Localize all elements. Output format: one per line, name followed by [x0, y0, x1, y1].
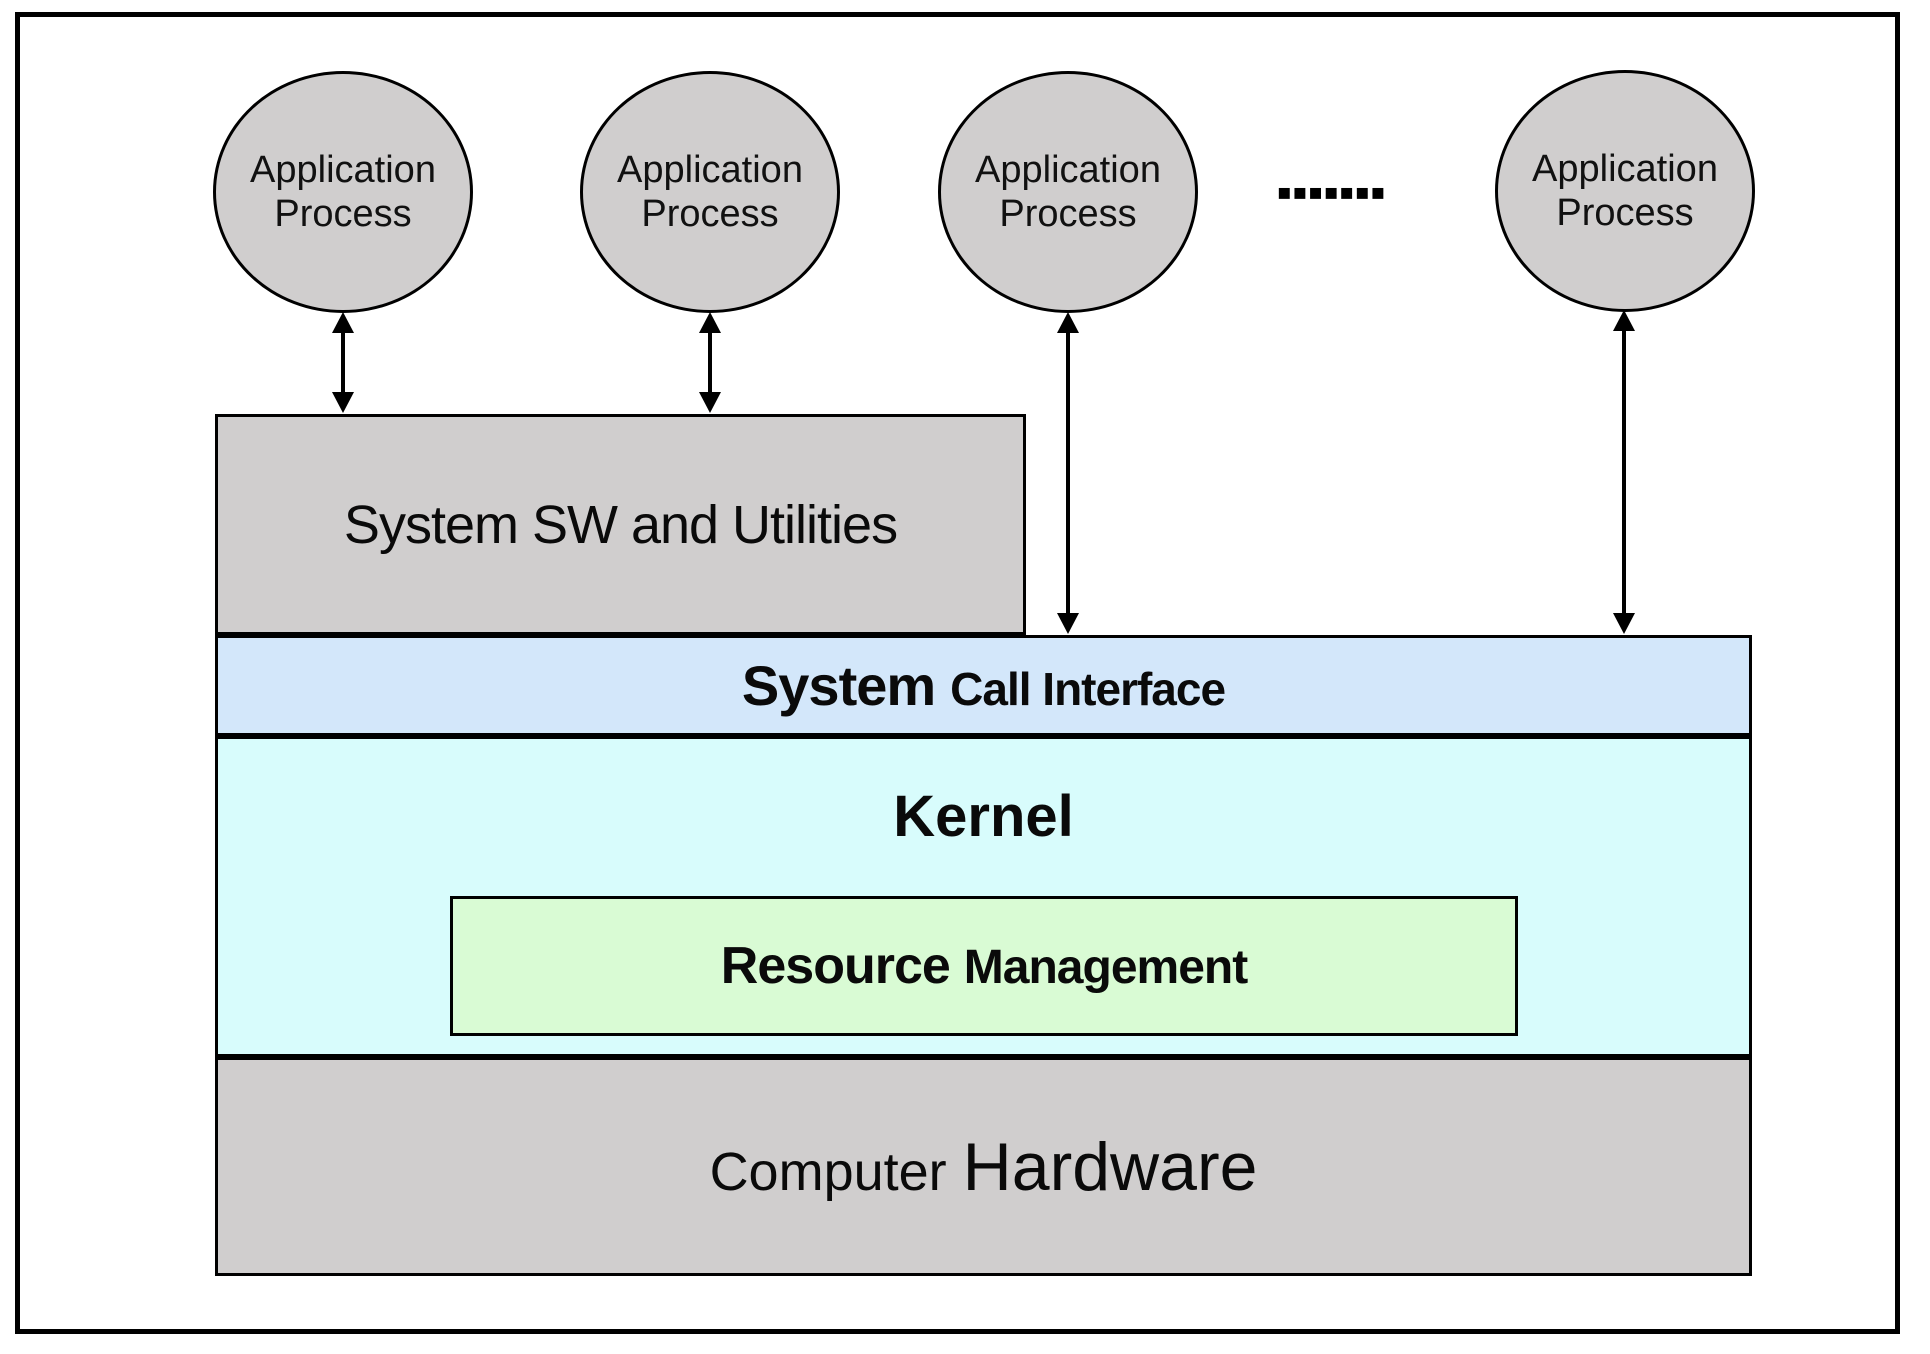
kernel-label-text: Kernel	[893, 783, 1074, 849]
system-sw-label: System SW and Utilities	[343, 494, 898, 555]
system-call-interface-rest: Call Interface	[950, 663, 1226, 715]
outer-frame: Application Process Application Process …	[15, 12, 1900, 1334]
application-process-label-line1: Application	[617, 148, 803, 191]
double-arrow-icon	[699, 312, 721, 413]
application-process-circle-1: Application Process	[213, 71, 473, 313]
computer-hardware-word2: Hardware	[962, 1128, 1258, 1205]
resource-management-word2: Management	[963, 941, 1248, 994]
resource-management-label: Resource Management	[720, 936, 1248, 996]
application-process-label-line1: Application	[975, 148, 1161, 191]
application-process-label-line2: Process	[274, 193, 412, 235]
computer-hardware-word1: Computer	[709, 1141, 947, 1202]
resource-management-word1: Resource	[720, 937, 951, 995]
application-process-circle-3: Application Process	[938, 71, 1198, 313]
application-process-label-line2: Process	[641, 193, 779, 235]
system-call-interface-box: System Call Interface	[215, 635, 1752, 736]
double-arrow-icon	[332, 312, 354, 413]
application-process-circle-4: Application Process	[1495, 70, 1755, 312]
double-arrow-icon	[1057, 312, 1079, 634]
system-call-interface-label: System Call Interface	[741, 653, 1226, 718]
computer-hardware-box: Computer Hardware	[215, 1057, 1752, 1276]
resource-management-box: Resource Management	[450, 896, 1518, 1036]
application-process-label-line2: Process	[1556, 192, 1694, 234]
application-process-label-line2: Process	[999, 193, 1137, 235]
system-sw-box: System SW and Utilities	[215, 414, 1026, 635]
system-call-interface-word1: System	[741, 654, 936, 717]
double-arrow-icon	[1613, 310, 1635, 634]
ellipsis-dots: ▪▪▪▪▪▪▪	[1276, 168, 1386, 217]
application-process-label-line1: Application	[250, 148, 436, 191]
application-process-circle-2: Application Process	[580, 71, 840, 313]
application-process-label-line1: Application	[1532, 147, 1718, 190]
computer-hardware-label: Computer Hardware	[710, 1128, 1258, 1206]
kernel-label: Kernel	[215, 736, 1752, 896]
